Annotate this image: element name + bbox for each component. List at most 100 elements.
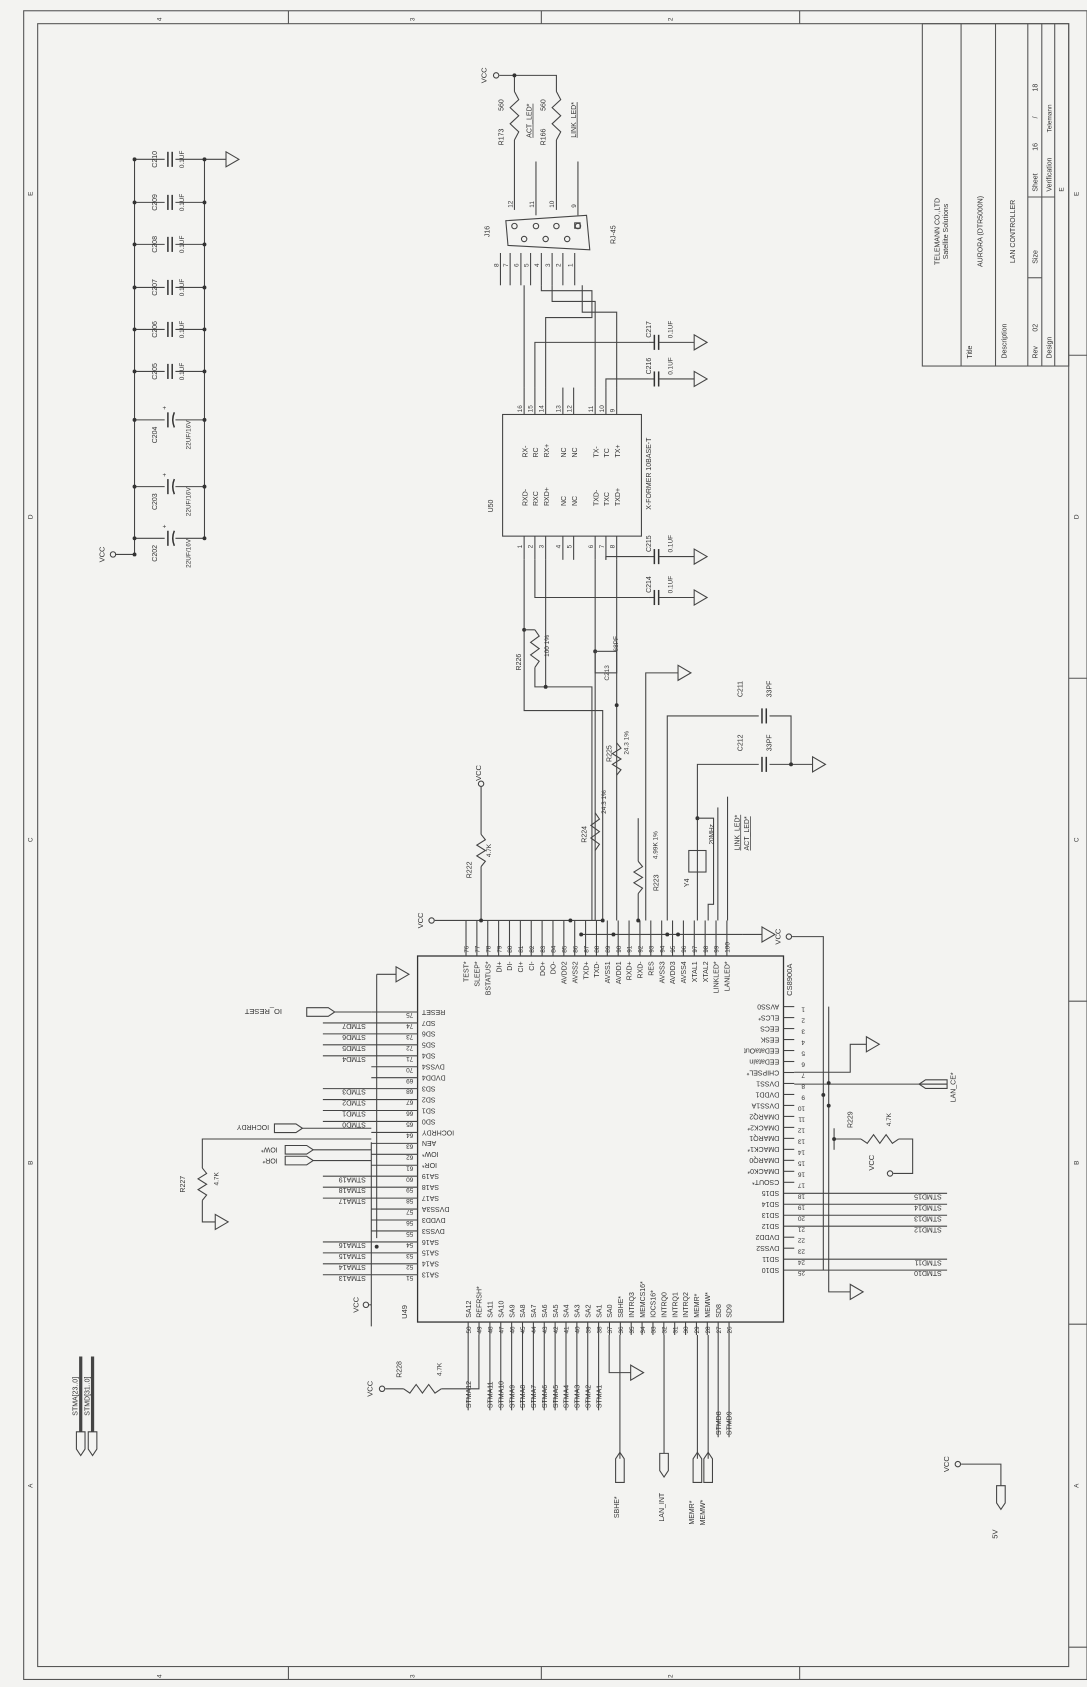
chip-pin-number: 17	[797, 1181, 805, 1188]
resistor-ref: R228	[396, 1361, 403, 1378]
rj45-contact	[532, 222, 540, 230]
chip-pin-number: 75	[406, 1011, 414, 1018]
chip-pin-name: INTRQ3	[629, 1292, 636, 1318]
five-v-label: 5V	[991, 1530, 1000, 1539]
net-label: STMD10	[914, 1269, 942, 1276]
chip-pin-number: 63	[406, 1142, 414, 1149]
zone-row-label: C	[27, 837, 34, 842]
chip-pin-name: MEMR*	[694, 1293, 701, 1317]
net-label: STMD14	[914, 1203, 942, 1210]
net-label: STMD5	[342, 1044, 366, 1051]
chip-pin-name: SA12	[466, 1301, 473, 1318]
connector-ref: J16	[485, 226, 492, 237]
resistor-r225	[611, 742, 623, 776]
memw-port	[703, 1451, 714, 1483]
net-label: STMD0	[342, 1121, 366, 1128]
net-label: STMD15	[914, 1192, 942, 1199]
junction-dot	[826, 1103, 831, 1108]
chip-pin-name: SD6	[422, 1030, 436, 1037]
chip-pin-name: SD1	[422, 1106, 436, 1113]
chip-pin-name: SLEEP*	[475, 961, 482, 987]
vcc-label: VCC	[942, 1456, 951, 1472]
chip-pin-number: 41	[564, 1326, 571, 1334]
junction-dot	[665, 932, 670, 937]
io-reset-port	[306, 1007, 336, 1017]
chip-pin-number: 52	[406, 1263, 414, 1270]
junction-dot	[132, 327, 137, 332]
chip-pin-number: 33	[651, 1326, 658, 1334]
transformer-pin-number: 15	[528, 405, 535, 413]
net-label: STMA8	[520, 1385, 527, 1408]
transformer-pin-name: TXD-	[593, 489, 600, 506]
chip-pin-number: 95	[670, 945, 677, 953]
polarity-plus: +	[163, 524, 167, 531]
net-label: STMD12	[914, 1225, 942, 1232]
chip-pin-name: EESK	[760, 1035, 779, 1042]
vcc-terminal-icon	[477, 780, 485, 787]
capacitor-ref: C202	[152, 545, 159, 562]
chip-pin-name: AVSS4	[681, 961, 688, 983]
chip-pin-number: 72	[406, 1044, 414, 1051]
chip-pin-number: 18	[797, 1192, 805, 1199]
rj45-pin-number: 10	[549, 200, 556, 208]
wire	[534, 667, 593, 921]
chip-pin-name: INTRQ1	[672, 1292, 679, 1318]
ground-icon	[849, 1283, 865, 1301]
crystal-y4-icon	[688, 849, 707, 873]
junction-dot	[512, 73, 517, 78]
ground-icon	[693, 370, 709, 388]
ground-icon	[225, 150, 240, 168]
rj45-pin-number: 12	[507, 200, 514, 208]
chip-pin-number: 5	[801, 1050, 805, 1057]
chip-pin-name: DI+	[496, 961, 503, 972]
chip-pin-name: DMARQ0	[749, 1156, 779, 1163]
chip-pin-name: REFRSH*	[477, 1286, 484, 1318]
chip-pin-name: CSOUT*	[752, 1178, 779, 1185]
chip-pin-name: CHIPSEL*	[746, 1068, 779, 1075]
junction-dot	[132, 157, 137, 162]
chip-pin-name: SA15	[422, 1249, 439, 1256]
transformer-u50: 16RX-15RC14RX+13NC12NC11TX-10TC9TX+1RXD-…	[488, 285, 709, 606]
transformer-pin-name: RC	[533, 447, 540, 457]
net-label: STMA17	[339, 1197, 366, 1204]
chip-pin-name: IOCHRDY	[422, 1128, 455, 1135]
chip-pin-name: AEN	[422, 1139, 436, 1146]
chip-pin-name: DVDD1	[755, 1090, 779, 1097]
junction-dot	[132, 200, 137, 205]
chip-pin-number: 64	[406, 1131, 414, 1138]
chip-pin-number: 77	[475, 945, 482, 953]
chip-pin-number: 62	[406, 1153, 414, 1160]
zone-row-label: B	[27, 1161, 34, 1165]
vcc-terminal-icon	[492, 72, 500, 79]
chip-pin-number: 50	[466, 1326, 473, 1334]
polarity-plus: +	[163, 472, 167, 479]
address-bus-label: STMA[23..0]	[72, 1377, 79, 1416]
capacitor-value: 0.1UF	[179, 279, 186, 297]
chip-pin-name: SD8	[716, 1304, 723, 1318]
junction-dot	[202, 484, 207, 489]
chip-pin-number: 61	[406, 1164, 414, 1171]
junction-dot	[202, 200, 207, 205]
chip-pin-number: 97	[692, 945, 699, 953]
net-label: STMD7	[342, 1022, 366, 1029]
chip-pin-number: 16	[797, 1170, 805, 1177]
resistor-value: 560	[499, 99, 506, 111]
capacitor-value: 33PF	[767, 681, 774, 698]
capacitor-ref: C205	[152, 363, 159, 380]
lan-int-label: LAN_INT	[659, 1492, 666, 1521]
net-label: STMD11	[915, 1258, 942, 1265]
chip-pin-name: RES	[648, 961, 655, 976]
chip-pin-number: 11	[798, 1115, 805, 1122]
capacitor-plate	[171, 478, 176, 495]
transformer-pin-number: 9	[610, 408, 617, 412]
chip-pin-number: 93	[648, 945, 655, 953]
wire	[828, 1006, 851, 1293]
size-code: E	[1058, 187, 1065, 192]
chip-pin-name: TEST*	[464, 961, 471, 982]
transformer-ref: U50	[488, 499, 495, 512]
junction-dot	[522, 627, 527, 632]
chip-pin-name: IOW*	[422, 1150, 439, 1157]
chip-pin-number: 70	[406, 1066, 414, 1073]
chip-pin-number: 96	[681, 945, 688, 953]
